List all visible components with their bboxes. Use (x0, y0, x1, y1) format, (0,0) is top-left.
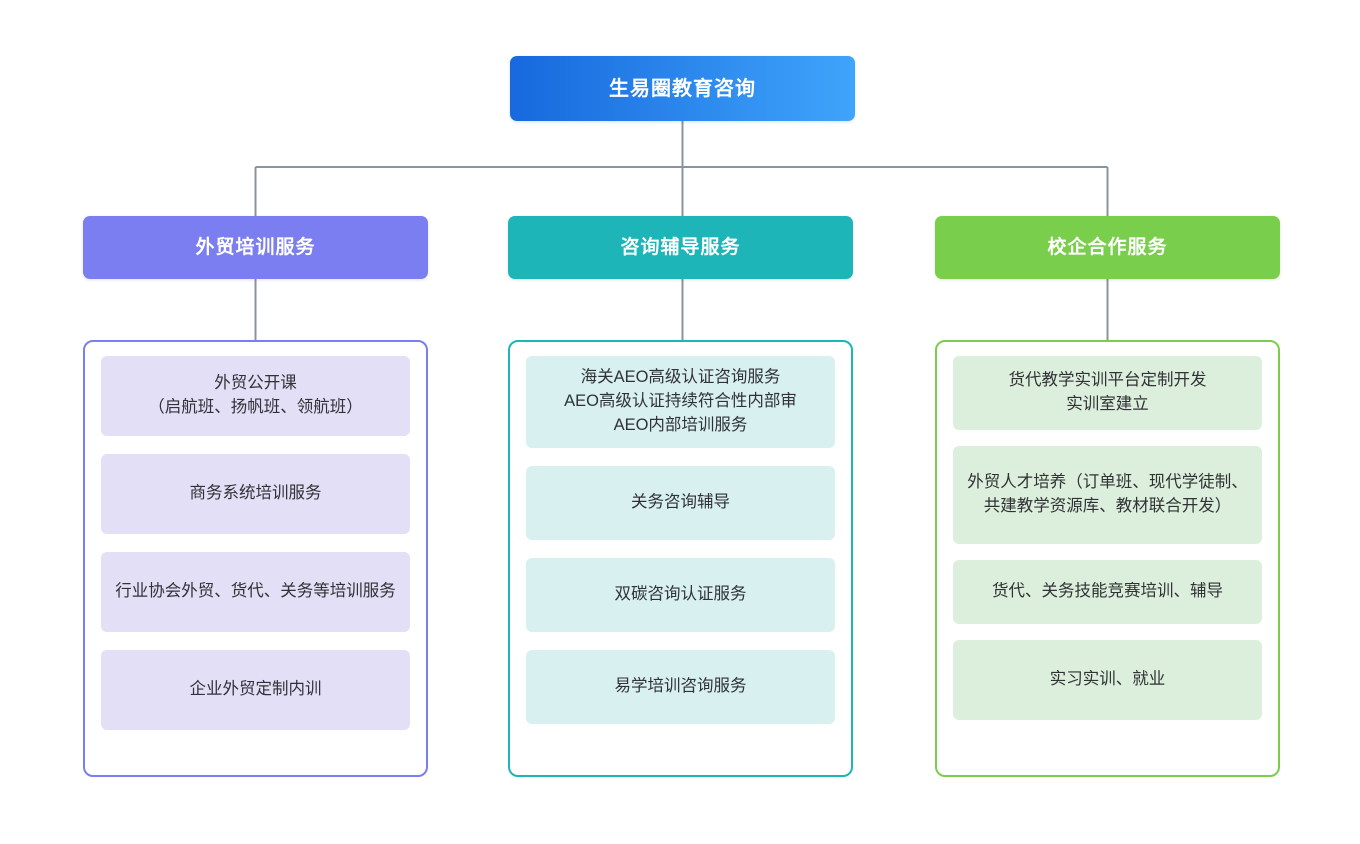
branch-foreign-trade-training: 外贸培训服务 (83, 216, 428, 279)
branch-school-enterprise-cooperation: 校企合作服务 (935, 216, 1280, 279)
root-node-label: 生易圈教育咨询 (609, 77, 756, 100)
leaf-node[interactable]: 易学培训咨询服务 (526, 650, 835, 724)
root-node[interactable]: 生易圈教育咨询 (510, 56, 855, 121)
branch-header-label: 外贸培训服务 (195, 237, 316, 258)
leaf-node[interactable]: 企业外贸定制内训 (101, 650, 410, 730)
branch-header-foreign-trade-training[interactable]: 外贸培训服务 (83, 216, 428, 279)
leaf-label: 外贸人才培养（订单班、现代学徒制、共建教学资源库、教材联合开发） (967, 473, 1248, 515)
leaf-label: 双碳咨询认证服务 (614, 585, 747, 604)
branch-header-label: 咨询辅导服务 (620, 237, 741, 258)
leaf-label: 实习实训、就业 (1049, 670, 1166, 689)
leaf-node[interactable]: 货代教学实训平台定制开发 实训室建立 (953, 356, 1262, 430)
branch-header-label: 校企合作服务 (1047, 237, 1168, 258)
leaf-label: 商务系统培训服务 (189, 484, 322, 503)
branch-group-consulting-tutoring: 海关AEO高级认证咨询服务 AEO高级认证持续符合性内部审 AEO内部培训服务 … (508, 340, 853, 777)
leaf-label: 易学培训咨询服务 (614, 677, 747, 696)
leaf-label: 行业协会外贸、货代、关务等培训服务 (115, 582, 396, 601)
branch-header-consulting-tutoring[interactable]: 咨询辅导服务 (508, 216, 853, 279)
leaf-label: 企业外贸定制内训 (189, 680, 322, 699)
branch-group-school-enterprise-cooperation: 货代教学实训平台定制开发 实训室建立 外贸人才培养（订单班、现代学徒制、共建教学… (935, 340, 1280, 777)
leaf-node[interactable]: 外贸公开课 （启航班、扬帆班、领航班） (101, 356, 410, 436)
leaf-node[interactable]: 货代、关务技能竞赛培训、辅导 (953, 560, 1262, 624)
branch-consulting-tutoring: 咨询辅导服务 (508, 216, 853, 279)
leaf-node[interactable]: 外贸人才培养（订单班、现代学徒制、共建教学资源库、教材联合开发） (953, 446, 1262, 544)
leaf-label: 外贸公开课 （启航班、扬帆班、领航班） (148, 374, 363, 416)
leaf-label: 关务咨询辅导 (631, 493, 730, 512)
leaf-node[interactable]: 海关AEO高级认证咨询服务 AEO高级认证持续符合性内部审 AEO内部培训服务 (526, 356, 835, 448)
leaf-label: 货代教学实训平台定制开发 实训室建立 (1008, 371, 1207, 413)
leaf-node[interactable]: 双碳咨询认证服务 (526, 558, 835, 632)
branch-header-school-enterprise-cooperation[interactable]: 校企合作服务 (935, 216, 1280, 279)
leaf-node[interactable]: 实习实训、就业 (953, 640, 1262, 720)
leaf-node[interactable]: 关务咨询辅导 (526, 466, 835, 540)
leaf-label: 海关AEO高级认证咨询服务 AEO高级认证持续符合性内部审 AEO内部培训服务 (564, 368, 797, 434)
leaf-label: 货代、关务技能竞赛培训、辅导 (992, 582, 1223, 601)
leaf-node[interactable]: 商务系统培训服务 (101, 454, 410, 534)
leaf-node[interactable]: 行业协会外贸、货代、关务等培训服务 (101, 552, 410, 632)
branch-group-foreign-trade-training: 外贸公开课 （启航班、扬帆班、领航班） 商务系统培训服务 行业协会外贸、货代、关… (83, 340, 428, 777)
